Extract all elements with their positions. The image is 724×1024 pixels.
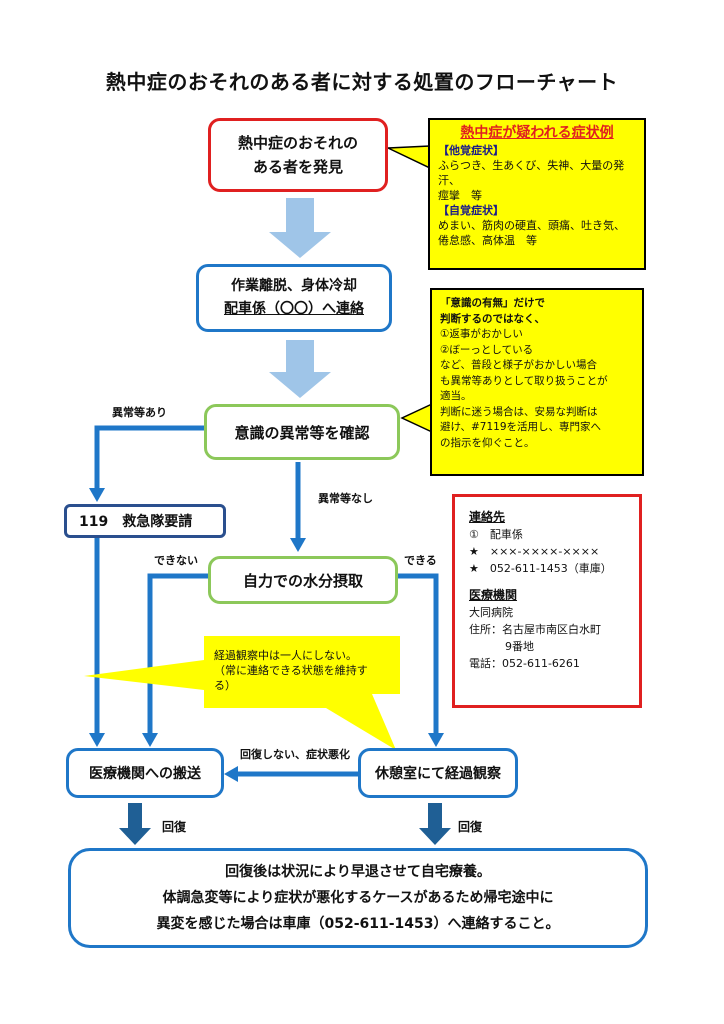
hospital-address-2: 9番地 — [505, 640, 534, 653]
speech-bubble-shape — [84, 636, 400, 750]
cooling-line-2: 配車係（〇〇）へ連絡 — [224, 301, 364, 317]
bubble-line-2: （常に連絡できる状態を維持す — [214, 664, 368, 677]
consciousness-note-l9: 避け、#7119を活用し、専門家へ — [440, 421, 601, 433]
arrow-rest-to-transport-head — [224, 766, 238, 782]
arrow-hydrate-to-transport-head — [142, 733, 158, 747]
label-worse: 回復しない、症状悪化 — [240, 748, 350, 761]
cooling-box: 作業離脱、身体冷却 配車係（〇〇）へ連絡 — [196, 264, 392, 332]
symptoms-self-2: 倦怠感、高体温 等 — [438, 234, 537, 247]
check-consciousness-text: 意識の異常等を確認 — [234, 423, 370, 442]
check-consciousness-box: 意識の異常等を確認 — [204, 404, 400, 460]
label-can: できる — [404, 554, 437, 567]
transport-box: 医療機関への搬送 — [66, 748, 224, 798]
arrow-discover-to-cooling — [269, 198, 331, 258]
page-title: 熱中症のおそれのある者に対する処置のフローチャート — [105, 70, 619, 94]
consciousness-note-l4: ②ぼーっとしている — [440, 343, 534, 356]
consciousness-note-l10: の指示を仰ぐこと。 — [440, 436, 535, 449]
symptoms-other-2: 痙攣 等 — [438, 189, 482, 202]
label-normal: 異常等なし — [318, 492, 373, 505]
final-line-1: 回復後は状況により早退させて自宅療養。 — [225, 864, 491, 880]
hydrate-box: 自力での水分摂取 — [208, 556, 398, 604]
arrow-check-to-hydrate-head — [290, 538, 306, 552]
discover-line-1: 熱中症のおそれの — [237, 134, 358, 152]
bubble-line-1: 経過観察中は一人にしない。 — [214, 649, 357, 662]
bubble-text: 経過観察中は一人にしない。 （常に連絡できる状態を維持す る） — [214, 648, 400, 693]
symptoms-self-1: めまい、筋肉の硬直、頭痛、吐き気、 — [438, 219, 625, 232]
arrow-ambulance-to-transport-head — [89, 733, 105, 747]
contacts-spacer — [469, 577, 625, 587]
symptoms-callout: 熱中症が疑われる症状例 【他覚症状】 ふらつき、生あくび、失神、大量の発汗、 痙… — [428, 118, 646, 270]
hydrate-text: 自力での水分摂取 — [242, 571, 363, 590]
discover-box: 熱中症のおそれの ある者を発見 — [208, 118, 388, 192]
ambulance-box: 119 救急隊要請 — [64, 504, 226, 538]
consciousness-note: 「意識の有無」だけで 判断するのではなく、 ①返事がおかしい ②ぼーっとしている… — [430, 288, 644, 476]
symptoms-callout-pointer — [387, 145, 431, 170]
symptoms-self-label: 【自覚症状】 — [438, 204, 504, 217]
ambulance-text: 119 救急隊要請 — [79, 514, 193, 530]
arrow-check-to-ambulance — [94, 425, 204, 490]
consciousness-callout-pointer — [400, 402, 433, 434]
arrow-hydrate-to-transport — [147, 573, 208, 735]
symptoms-other-label: 【他覚症状】 — [438, 144, 504, 157]
consciousness-note-l6: も異常等ありとして取り扱うことが — [440, 374, 608, 387]
final-box: 回復後は状況により早退させて自宅療養。 体調急変等により症状が悪化するケースがあ… — [68, 848, 648, 948]
final-line-2: 体調急変等により症状が悪化するケースがあるため帰宅途中に — [162, 890, 554, 906]
consciousness-note-l1: 「意識の有無」だけで — [440, 297, 545, 309]
hospital-heading: 医療機関 — [469, 588, 518, 602]
contact-1: ① 配車係 — [469, 528, 523, 541]
rest-box: 休憩室にて経過観察 — [358, 748, 518, 798]
label-cannot: できない — [154, 554, 198, 567]
rest-text: 休憩室にて経過観察 — [375, 766, 501, 782]
consciousness-note-l8: 判断に迷う場合は、安易な判断は — [440, 405, 598, 418]
cooling-line-1: 作業離脱、身体冷却 — [231, 278, 357, 294]
arrow-transport-to-final — [119, 803, 151, 845]
bubble-line-3: る） — [214, 679, 236, 692]
label-abnormal: 異常等あり — [112, 406, 167, 419]
label-recover-left: 回復 — [162, 820, 187, 834]
hospital-address: 住所：名古屋市南区白水町 — [469, 623, 601, 636]
hospital-phone: 電話：052-611-6261 — [469, 657, 580, 670]
contact-3: ★ 052-611-1453（車庫） — [469, 562, 612, 575]
consciousness-note-l5: など、普段と様子がおかしい場合 — [440, 359, 597, 371]
symptoms-other-1: ふらつき、生あくび、失神、大量の発汗、 — [438, 159, 625, 187]
hospital-name: 大同病院 — [469, 606, 513, 619]
label-recover-right: 回復 — [458, 820, 483, 834]
transport-text: 医療機関への搬送 — [89, 766, 201, 782]
arrow-cooling-to-check — [269, 340, 331, 398]
arrow-check-to-ambulance-head — [89, 488, 105, 502]
arrow-rest-to-final — [419, 803, 451, 845]
symptoms-heading: 熱中症が疑われる症状例 — [460, 125, 614, 141]
consciousness-note-l7: 適当。 — [440, 390, 472, 402]
contact-2: ★ ×××-××××-×××× — [469, 545, 600, 558]
final-line-3: 異変を感じた場合は車庫（052-611-1453）へ連絡すること。 — [156, 916, 560, 932]
consciousness-note-l2: 判断するのではなく、 — [440, 312, 545, 325]
arrow-hydrate-to-rest-head — [428, 733, 444, 747]
contacts-heading: 連絡先 — [469, 510, 506, 524]
contacts-box: 連絡先 ① 配車係 ★ ×××-××××-×××× ★ 052-611-1453… — [452, 494, 642, 708]
arrow-hydrate-to-rest — [398, 573, 439, 735]
consciousness-note-l3: ①返事がおかしい — [440, 328, 523, 340]
discover-line-2: ある者を発見 — [252, 158, 343, 176]
